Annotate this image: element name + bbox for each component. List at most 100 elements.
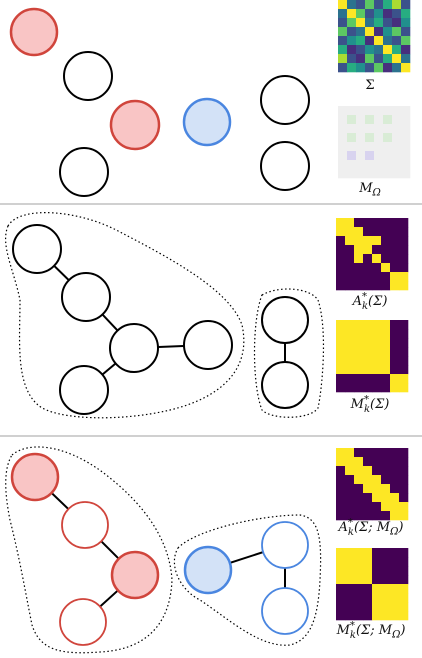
matrix-cell <box>372 502 382 512</box>
matrix-cell <box>365 9 375 19</box>
matrix-cell <box>401 18 411 28</box>
matrix-cell <box>336 263 346 273</box>
matrix-cell <box>336 602 346 612</box>
matrix-cell <box>365 27 375 37</box>
matrix-cell <box>372 602 382 612</box>
matrix-cell <box>381 466 391 476</box>
matrix-cell <box>390 566 400 576</box>
node <box>59 365 109 415</box>
matrix-cell <box>401 0 411 10</box>
matrix-cell <box>356 63 366 73</box>
matrix-cell <box>354 329 364 339</box>
node-red <box>109 99 161 151</box>
matrix-cell <box>374 54 384 64</box>
matrix-cell <box>399 245 409 255</box>
matrix-cell <box>372 557 382 567</box>
matrix-cell <box>390 457 400 467</box>
matrix-cell <box>338 54 348 64</box>
matrix-cell <box>383 115 393 125</box>
matrix-cell <box>336 383 346 393</box>
matrix-cell <box>363 575 373 585</box>
matrix-cell <box>354 502 364 512</box>
matrix-cell <box>336 227 346 237</box>
matrix-cell <box>345 611 355 621</box>
matrix-cell <box>354 320 364 330</box>
matrix-cell <box>345 466 355 476</box>
matrix-cell <box>399 320 409 330</box>
matrix-cell <box>336 475 346 485</box>
matrix-cell <box>354 236 364 246</box>
matrix-cell <box>354 593 364 603</box>
node-red <box>10 452 60 502</box>
matrix-cell <box>336 493 346 503</box>
matrix-cell <box>345 566 355 576</box>
matrix-cell <box>345 329 355 339</box>
matrix-cell <box>392 151 402 161</box>
matrix-cell <box>372 320 382 330</box>
matrix-cell <box>399 383 409 393</box>
matrix-cell <box>399 575 409 585</box>
matrix-cell <box>390 383 400 393</box>
node <box>260 141 310 191</box>
matrix-cell <box>365 36 375 46</box>
matrix-cell <box>390 245 400 255</box>
matrix-cell <box>365 0 375 10</box>
matrix-cell <box>372 365 382 375</box>
matrix-cell <box>356 18 366 28</box>
matrix-cell <box>365 18 375 28</box>
matrix-cell <box>363 457 373 467</box>
matrix-cell <box>390 502 400 512</box>
matrix-cell <box>354 383 364 393</box>
matrix-cell <box>345 602 355 612</box>
matrix-cell <box>347 54 357 64</box>
matrix-cell <box>336 329 346 339</box>
matrix-cell <box>399 448 409 458</box>
matrix-cell <box>354 584 364 594</box>
matrix-cell <box>383 169 393 179</box>
matrix-cell <box>390 548 400 558</box>
matrix-cell <box>392 54 402 64</box>
matrix-cell <box>401 45 411 55</box>
matrix-cell <box>336 254 346 264</box>
matrix-cell <box>363 548 373 558</box>
matrix-cell <box>372 281 382 291</box>
matrix-cell <box>372 338 382 348</box>
matrix-cell <box>399 466 409 476</box>
node-blue-outline <box>261 587 309 635</box>
matrix-cell <box>347 36 357 46</box>
matrix-cell <box>390 272 400 282</box>
label-m-k-sigma: M*k(Σ) <box>350 395 390 415</box>
matrix-cell <box>365 45 375 55</box>
matrix-cell <box>336 281 346 291</box>
matrix-cell <box>392 106 402 116</box>
matrix-cell <box>372 245 382 255</box>
matrix-cell <box>381 502 391 512</box>
matrix-cell <box>338 106 348 116</box>
matrix-cell <box>372 475 382 485</box>
matrix-cell <box>390 374 400 384</box>
matrix-cell <box>381 557 391 567</box>
matrix-cell <box>383 45 393 55</box>
matrix-cell <box>381 347 391 357</box>
matrix-cell <box>372 356 382 366</box>
matrix-cell <box>372 575 382 585</box>
matrix-cell <box>372 374 382 384</box>
matrix-cell <box>356 169 366 179</box>
matrix-cell <box>354 218 364 228</box>
node <box>260 75 310 125</box>
matrix-cell <box>381 356 391 366</box>
matrix-cell <box>383 0 393 10</box>
matrix-cell <box>381 457 391 467</box>
matrix-cell <box>383 36 393 46</box>
matrix-cell <box>372 611 382 621</box>
matrix-cell <box>363 374 373 384</box>
matrix-cell <box>372 227 382 237</box>
matrix-cell <box>392 45 402 55</box>
matrix-cell <box>392 160 402 170</box>
matrix-cell <box>372 593 382 603</box>
matrix-cell <box>365 151 375 161</box>
matrix-cell <box>392 142 402 152</box>
matrix-cell <box>363 365 373 375</box>
matrix-cell <box>356 36 366 46</box>
matrix-cell <box>401 133 411 143</box>
